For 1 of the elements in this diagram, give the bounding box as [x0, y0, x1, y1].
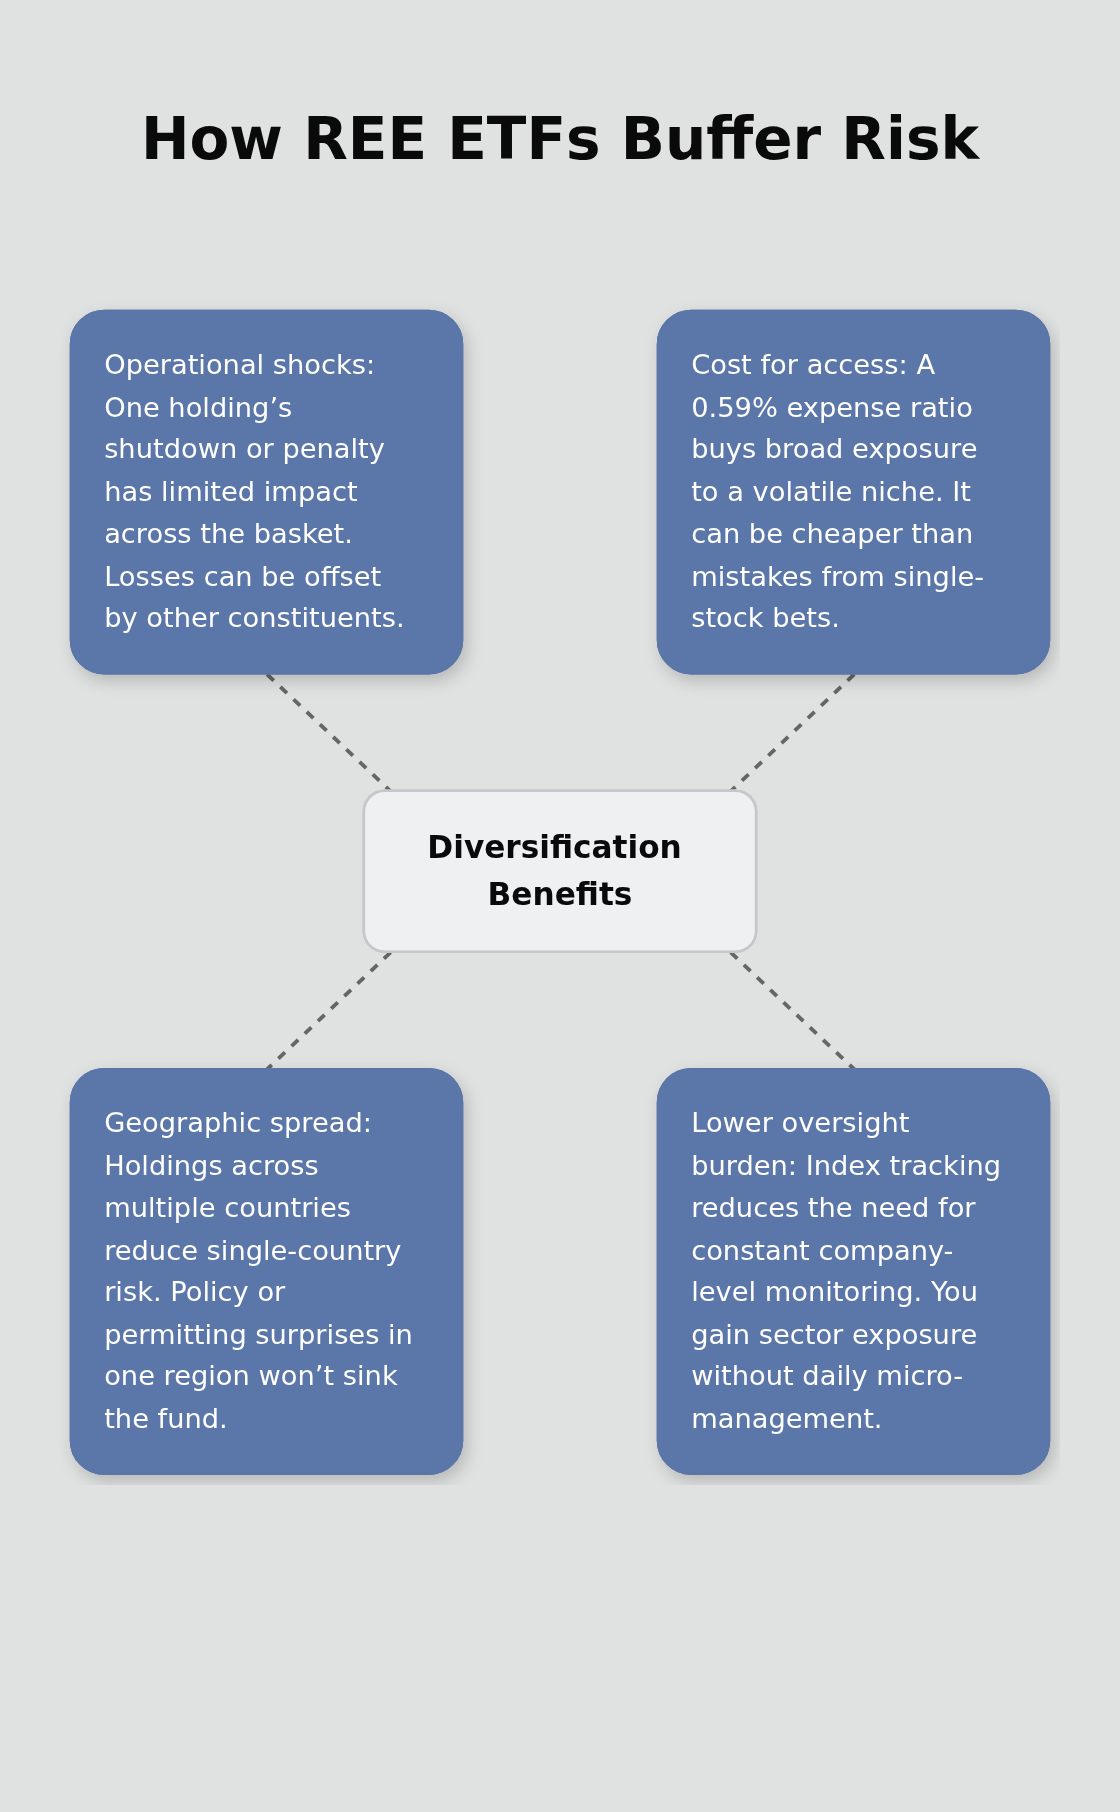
title: How REE ETFs Buffer Risk	[141, 105, 979, 173]
